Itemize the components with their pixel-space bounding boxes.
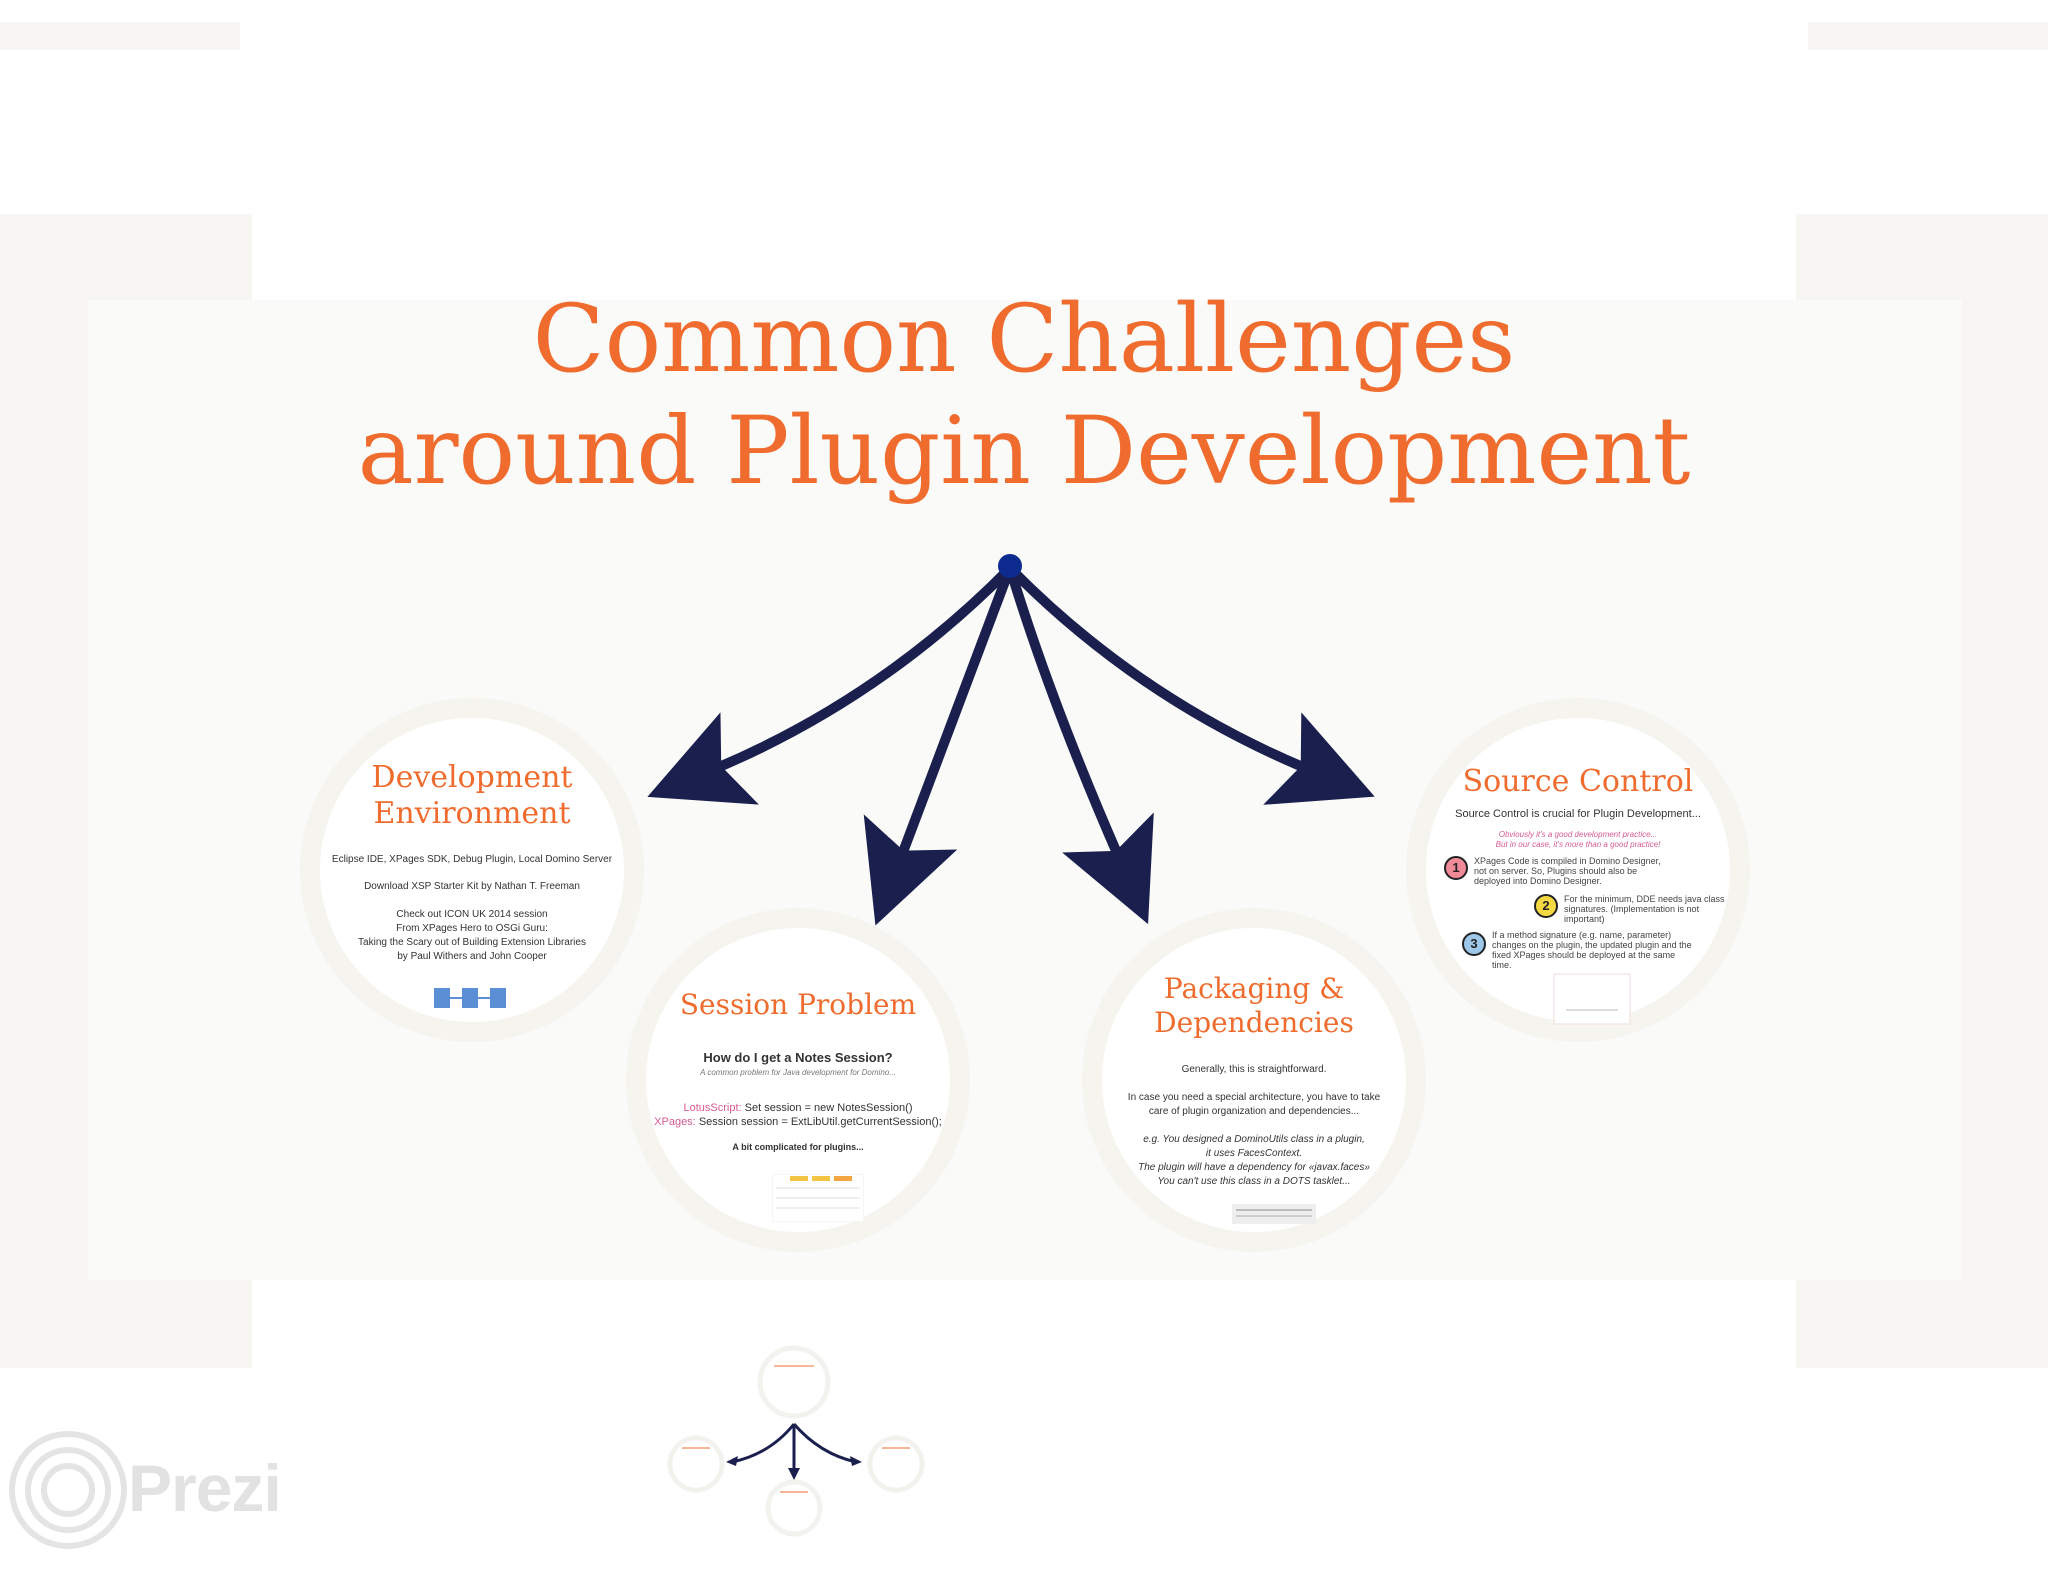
slide-title-line2: around Plugin Development [357,397,1691,506]
session-lotusscript-line: LotusScript: Set session = new NotesSess… [646,1102,950,1114]
top-left-band [0,22,240,50]
source-badge-2: 2 [1534,894,1558,918]
minimap-left-circle [667,1435,725,1493]
slide-title-line1: Common Challenges [532,285,1516,394]
dev-env-title-2: Environment [373,796,571,831]
source-point-3: If a method signature (e.g. name, parame… [1492,930,1692,970]
source-line-2: Obviously it's a good development practi… [1498,830,1658,839]
source-badge-3: 3 [1462,932,1486,956]
session-xp-prefix: XPages: [654,1116,696,1128]
session-sub: A common problem for Java development fo… [700,1068,896,1077]
dev-env-line-4: From XPages Hero to OSGi Guru: [396,923,548,934]
packaging-title-1: Packaging & [1163,972,1345,1005]
circle-development-environment[interactable]: Development Environment Eclipse IDE, XPa… [300,698,644,1042]
arrow-to-dev-env [647,563,1015,805]
session-footer: A bit complicated for plugins... [732,1142,864,1152]
session-xp-code: Session session = ExtLibUtil.getCurrentS… [698,1116,942,1128]
source-point-1: XPages Code is compiled in Domino Design… [1474,856,1661,886]
packaging-line-6: The plugin will have a dependency for «j… [1138,1162,1370,1173]
arrow-to-session [863,563,1015,926]
dev-env-title-1: Development [371,760,573,795]
session-title: Session Problem [679,988,917,1021]
packaging-title-2: Dependencies [1154,1006,1354,1039]
packaging-line-1: Generally, this is straightforward. [1181,1064,1327,1075]
packaging-line-4: e.g. You designed a DominoUtils class in… [1143,1134,1365,1145]
prezi-logo-text: Prezi [128,1451,282,1525]
circle-packaging-dependencies[interactable]: Packaging & Dependencies Generally, this… [1082,908,1426,1252]
dev-env-line-1: Eclipse IDE, XPages SDK, Debug Plugin, L… [331,854,613,865]
minimap-arrow-left [731,1423,796,1464]
session-ls-code: Set session = new NotesSession() [744,1102,913,1114]
session-xpages-line: XPages: Session session = ExtLibUtil.get… [646,1116,950,1128]
session-question: How do I get a Notes Session? [703,1050,893,1065]
source-title: Source Control [1462,764,1694,799]
packaging-line-5: it uses FacesContext. [1205,1148,1303,1159]
packaging-line-7: You can't use this class in a DOTS taskl… [1157,1176,1351,1187]
source-diagram-thumbnail [1553,973,1631,1025]
packaging-diagram-thumbnail [1232,1204,1316,1224]
source-line-3: But in our case, it's more than a good p… [1495,840,1661,849]
source-badge-1: 1 [1444,856,1468,880]
dev-env-line-6: by Paul Withers and John Cooper [397,951,547,962]
arrow-to-packaging [1005,563,1154,925]
dev-env-line-5: Taking the Scary out of Building Extensi… [358,937,586,948]
dev-env-line-2: Download XSP Starter Kit by Nathan T. Fr… [364,881,580,892]
circle-session-problem[interactable]: Session Problem How do I get a Notes Ses… [626,908,970,1252]
minimap-bottom-circle [765,1479,823,1537]
circle-source-control[interactable]: Source Control Source Control is crucial… [1406,698,1750,1042]
source-point-2: For the minimum, DDE needs java class si… [1564,894,1725,924]
packaging-line-3: care of plugin organization and dependen… [1148,1106,1360,1117]
packaging-line-2: In case you need a special architecture,… [1127,1092,1381,1103]
dev-env-diagram [434,988,506,1008]
session-table-thumbnail [772,1174,864,1222]
minimap-right-circle [867,1435,925,1493]
source-line-1: Source Control is crucial for Plugin Dev… [1455,808,1701,820]
dev-env-line-3: Check out ICON UK 2014 session [396,909,548,920]
arrow-to-source [1005,563,1375,805]
session-ls-prefix: LotusScript: [683,1102,742,1114]
minimap-arrow-right [792,1423,857,1464]
minimap-top-circle [757,1345,831,1419]
top-right-band [1808,22,2048,50]
branch-node [998,554,1022,578]
overview-minimap [667,1345,925,1537]
prezi-logo-icon [9,1431,127,1549]
